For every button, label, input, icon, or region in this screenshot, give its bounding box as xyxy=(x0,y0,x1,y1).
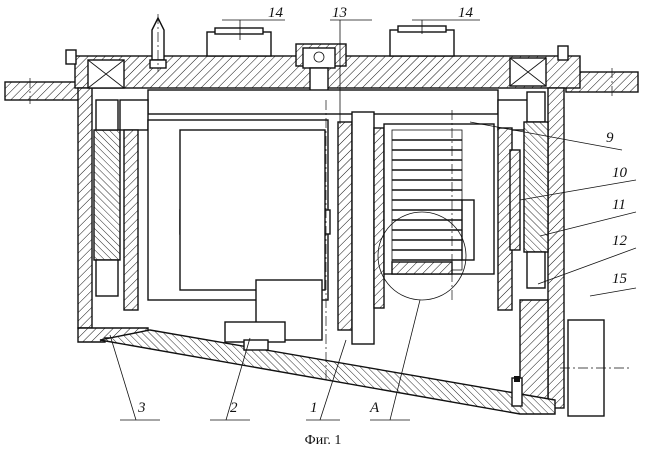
label-14-right: 14 xyxy=(458,5,474,21)
label-13: 13 xyxy=(332,5,347,21)
label-15: 15 xyxy=(612,271,628,287)
label-14-left: 14 xyxy=(268,5,284,21)
figure-caption: Фиг. 1 xyxy=(305,433,342,448)
coil-stack xyxy=(384,124,494,274)
label-12: 12 xyxy=(612,233,628,249)
label-2: 2 xyxy=(230,400,238,416)
label-a: A xyxy=(369,400,380,416)
label-11: 11 xyxy=(612,197,626,213)
label-3: 3 xyxy=(137,400,146,416)
label-1: 1 xyxy=(310,400,318,416)
label-9: 9 xyxy=(606,130,614,146)
label-10: 10 xyxy=(612,165,628,181)
central-shaft xyxy=(338,112,384,344)
bottom-bolt xyxy=(512,376,522,406)
